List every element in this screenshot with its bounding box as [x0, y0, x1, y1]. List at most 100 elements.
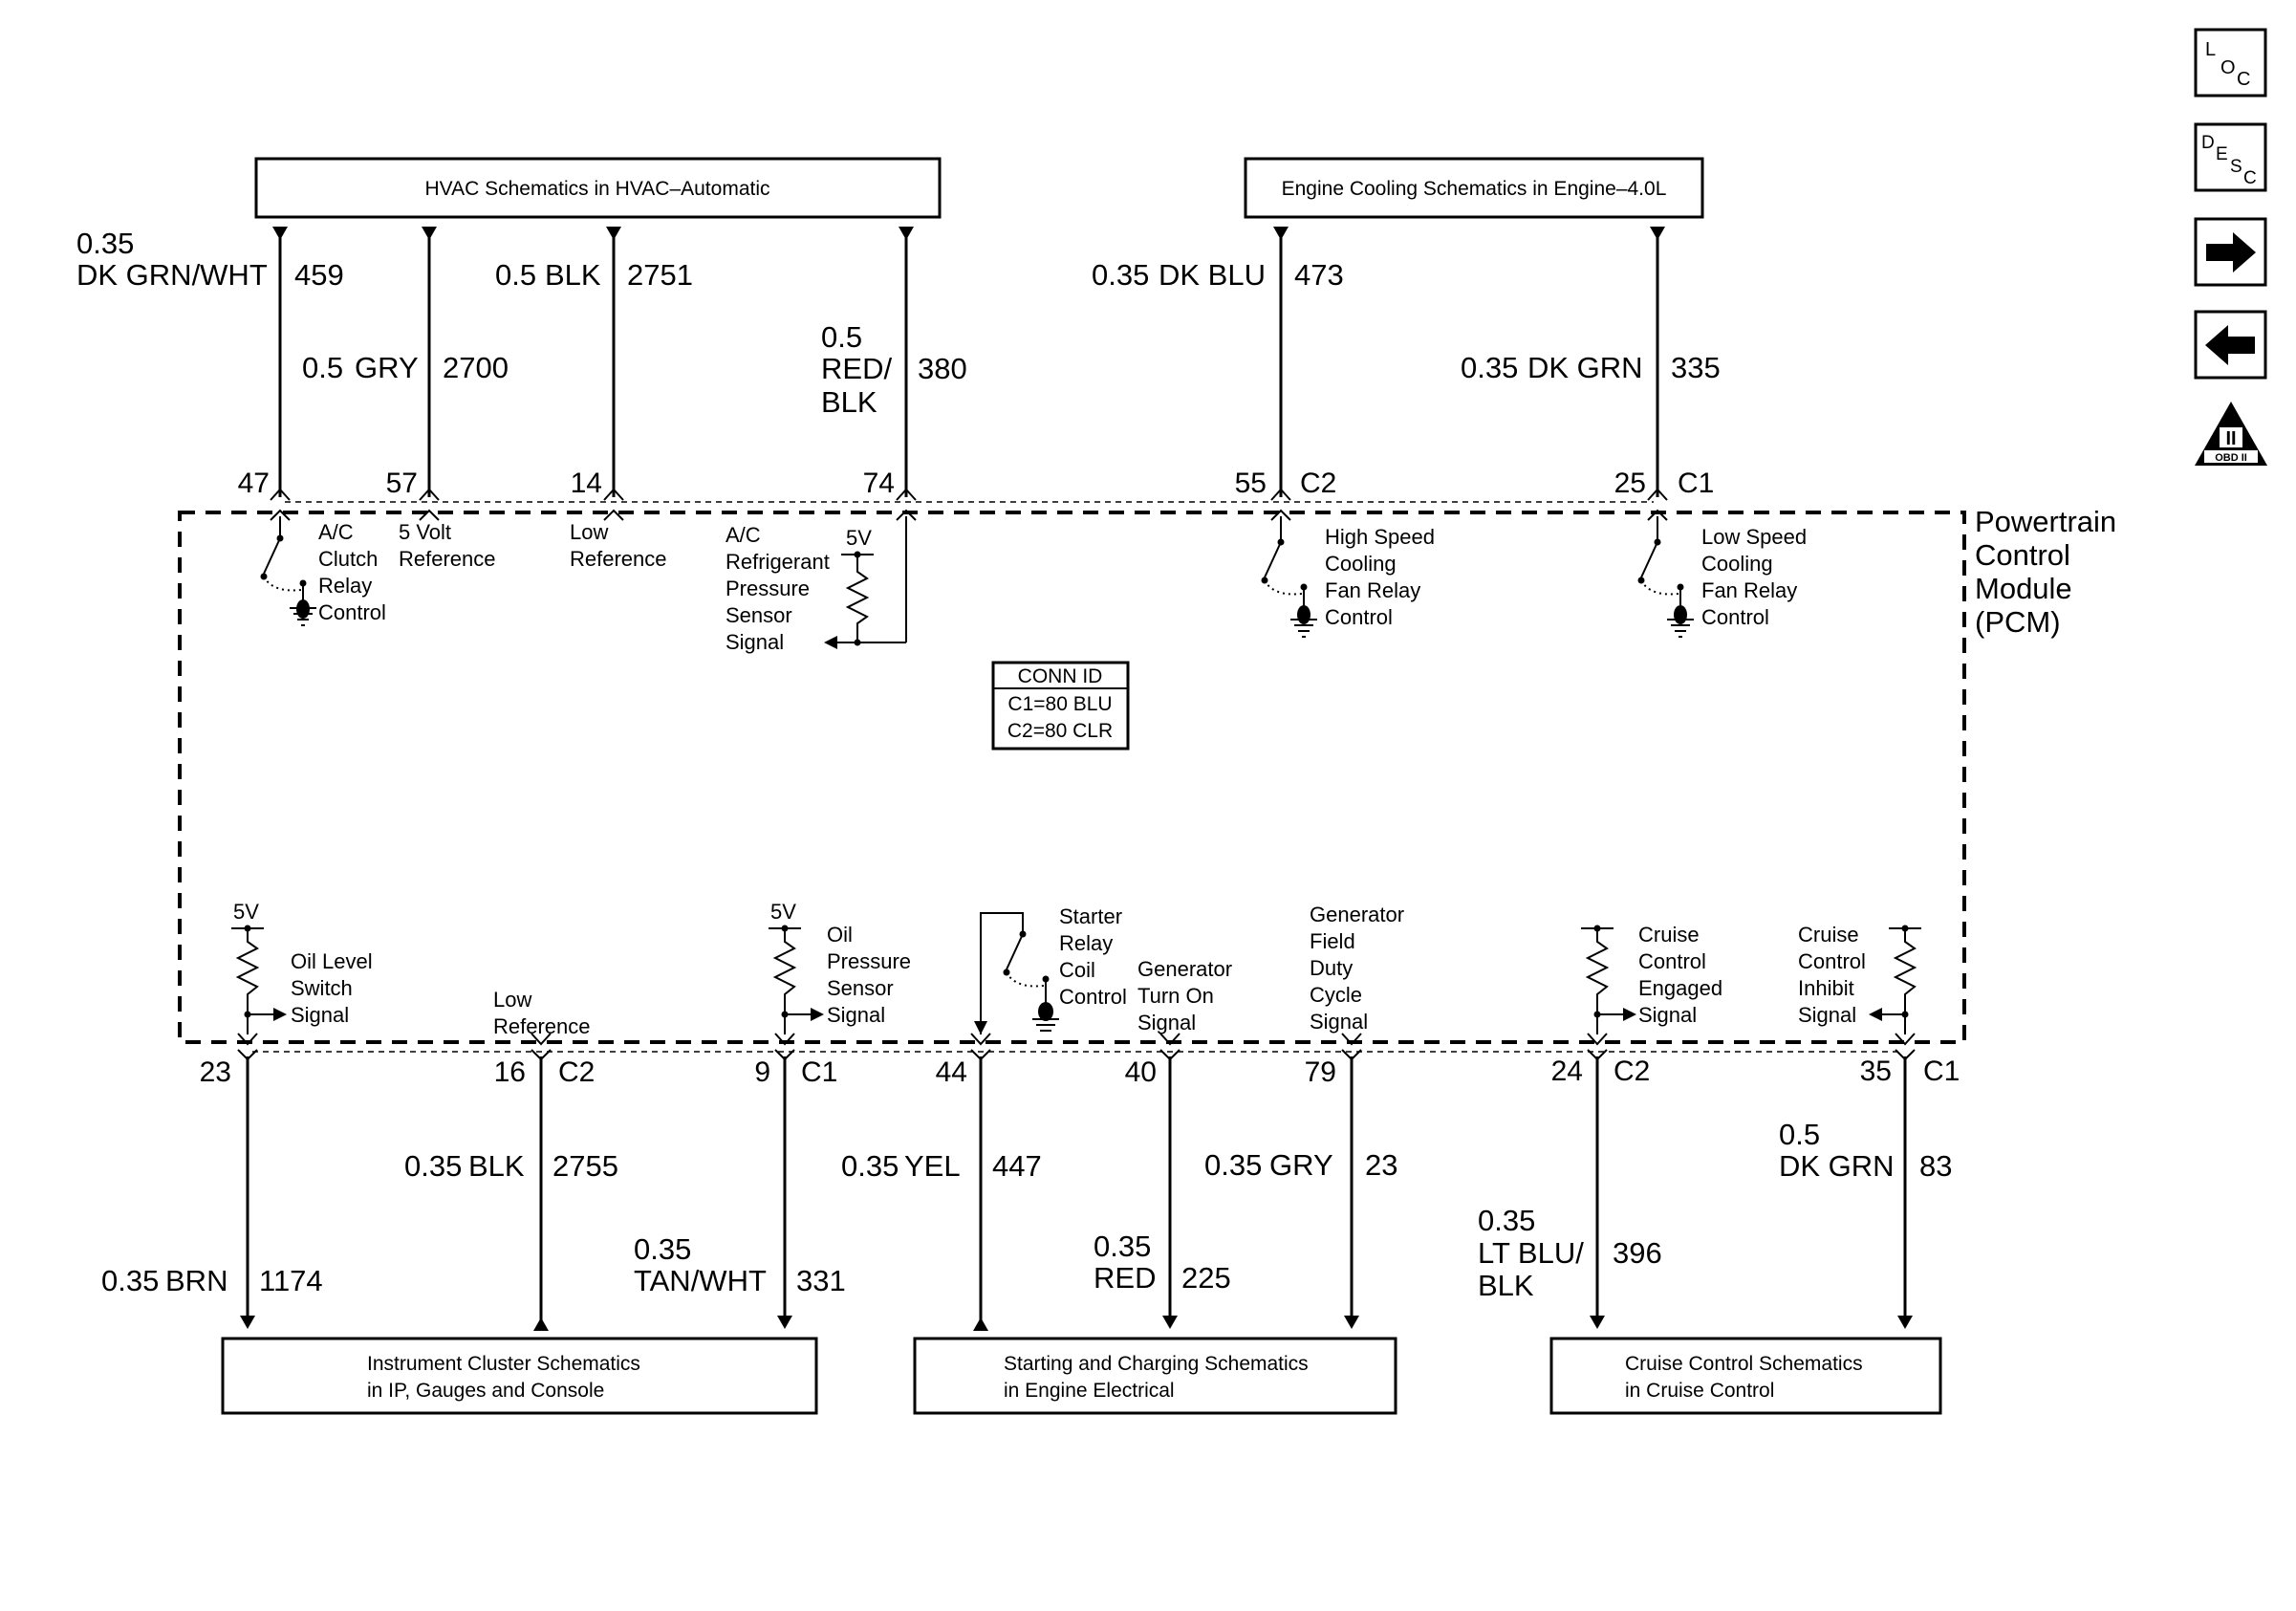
diagram-text-52: Cruise — [1798, 923, 1859, 947]
pin-23: 23 — [200, 1056, 231, 1088]
diagram-text-48: Cruise — [1638, 923, 1700, 947]
arrow-left-icon[interactable] — [2194, 310, 2267, 380]
starting-charging-schematics-box[interactable]: Starting and Charging Schematics in Engi… — [913, 1337, 1397, 1415]
conn-id-table: CONN ID C1=80 BLU C2=80 CLR — [991, 661, 1130, 751]
diagram-text-41: Turn On — [1137, 984, 1214, 1008]
cruise-control-schematics-box[interactable]: Cruise Control Schematics in Cruise Cont… — [1549, 1337, 1942, 1415]
diagram-text-1: Control — [1975, 538, 2070, 572]
wire-396-color-1: LT BLU/ — [1478, 1236, 1584, 1270]
diagram-text-4: A/C — [318, 520, 354, 544]
wire-459-gauge: 0.35 — [76, 227, 134, 260]
diagram-text-16: Signal — [726, 630, 784, 654]
diagram-text-37: Relay — [1059, 931, 1113, 955]
conn-id-c1: C1=80 BLU — [1007, 693, 1112, 715]
ac-pressure-label: A/C Refrigerant Pressure Sensor Signal — [726, 523, 830, 654]
wire-2700-circuit: 2700 — [443, 351, 509, 384]
low-reference-bottom-label: Low Reference — [493, 988, 591, 1046]
instrument-cluster-schematics-box[interactable]: Instrument Cluster Schematics in IP, Gau… — [221, 1337, 818, 1415]
diagram-text-7: Control — [318, 600, 386, 624]
pcm-module-label: Powertrain Control Module (PCM) — [1975, 505, 2116, 639]
diagram-text-10: Low — [570, 520, 608, 544]
oil-level-sensor-symbol: 5V — [231, 900, 287, 1046]
ac-sensor-5v: 5V — [846, 526, 872, 550]
diagram-text-12: A/C — [726, 523, 761, 547]
wire-396: 24 C2 0.35 LT BLU/ BLK 396 — [1478, 1049, 1662, 1329]
wire-23-color: GRY — [1269, 1148, 1333, 1182]
wire-225-circuit: 225 — [1181, 1261, 1231, 1295]
pin-9: 9 — [754, 1056, 770, 1088]
wire-473-gauge: 0.35 — [1092, 258, 1149, 292]
diagram-text-69: II — [2225, 428, 2236, 449]
diagram-text-13: Refrigerant — [726, 550, 830, 574]
pin-25: 25 — [1614, 468, 1646, 499]
wire-1174-gauge: 0.35 — [101, 1264, 159, 1297]
diagram-text-22: Cooling — [1701, 552, 1773, 576]
obd-ii-icon[interactable]: II OBD II — [2195, 402, 2267, 466]
diagram-text-49: Control — [1638, 949, 1706, 973]
diagram-text-59: in Engine Electrical — [1004, 1380, 1175, 1402]
diagram-text-3: (PCM) — [1975, 605, 2061, 639]
five-volt-reference-label: 5 Volt Reference — [399, 509, 496, 571]
engine-cooling-schematics-box[interactable]: Engine Cooling Schematics in Engine–4.0L — [1244, 157, 1704, 219]
wire-335-circuit: 335 — [1671, 351, 1721, 384]
low-reference-top-label: Low Reference — [570, 509, 667, 571]
diagram-text-0: Powertrain — [1975, 505, 2116, 538]
wire-2700-color: GRY — [355, 351, 419, 384]
wire-225: 40 0.35 RED 225 — [1094, 1049, 1231, 1329]
oil-pressure-sensor-symbol: 5V — [769, 900, 824, 1046]
diagram-text-21: Low Speed — [1701, 525, 1807, 549]
connector-c1-top: C1 — [1678, 468, 1714, 499]
pin-79: 79 — [1305, 1056, 1336, 1088]
diagram-text-63: O — [2220, 57, 2236, 78]
wire-23: 79 0.35 GRY 23 — [1204, 1049, 1397, 1329]
wire-2755: 16 C2 0.35 BLK 2755 — [404, 1049, 618, 1331]
diagram-text-20: Control — [1325, 605, 1393, 629]
diagram-text-31: 5V — [770, 900, 796, 924]
wire-2755-circuit: 2755 — [552, 1149, 618, 1183]
desc-icon[interactable]: D E S C — [2194, 122, 2267, 192]
diagram-text-47: Signal — [1310, 1010, 1368, 1034]
wire-1174-color: BRN — [165, 1264, 227, 1297]
loc-icon[interactable]: L O C — [2194, 28, 2267, 98]
diagram-text-25: 5V — [233, 900, 259, 924]
wire-380-color-2: BLK — [821, 385, 877, 419]
diagram-text-67: S — [2230, 157, 2242, 177]
diagram-text-42: Signal — [1137, 1011, 1196, 1034]
wire-335-color: DK GRN — [1527, 351, 1643, 384]
cruise-inhibit-label: Cruise Control Inhibit Signal — [1798, 923, 1866, 1027]
diagram-text-53: Control — [1798, 949, 1866, 973]
wire-2751-circuit: 2751 — [627, 258, 693, 292]
arrow-right-icon[interactable] — [2194, 217, 2267, 287]
low-speed-fan-relay-switch — [1637, 509, 1694, 638]
diagram-text-70: OBD II — [2215, 452, 2247, 464]
wire-1174: 23 0.35 BRN 1174 — [101, 1049, 323, 1329]
diagram-text-54: Inhibit — [1798, 976, 1854, 1000]
wire-473-color: DK BLU — [1159, 258, 1266, 292]
connector-c1-bottom-right: C1 — [1923, 1056, 1960, 1087]
wire-447-circuit: 447 — [992, 1149, 1042, 1183]
diagram-text-9: Reference — [399, 547, 496, 571]
diagram-text-51: Signal — [1638, 1003, 1697, 1027]
diagram-text-62: L — [2205, 39, 2216, 60]
diagram-text-17: High Speed — [1325, 525, 1435, 549]
diagram-text-38: Coil — [1059, 958, 1095, 982]
wire-396-color-2: BLK — [1478, 1269, 1534, 1302]
pin-44: 44 — [936, 1056, 967, 1088]
ac-clutch-relay-switch — [260, 509, 316, 626]
connector-c1-bottom-left: C1 — [801, 1056, 837, 1088]
wire-331-gauge: 0.35 — [634, 1232, 691, 1266]
diagram-text-60: Cruise Control Schematics — [1625, 1353, 1863, 1375]
connector-c2-bottom-right: C2 — [1614, 1056, 1650, 1087]
starter-relay-switch — [970, 912, 1059, 1046]
hvac-schematics-box[interactable]: HVAC Schematics in HVAC–Automatic — [254, 157, 942, 219]
diagram-text-45: Duty — [1310, 956, 1353, 980]
wire-396-gauge: 0.35 — [1478, 1204, 1535, 1237]
diagram-text-29: Low — [493, 988, 531, 1012]
diagram-text-32: Oil — [827, 923, 853, 947]
cruise-engaged-label: Cruise Control Engaged Signal — [1638, 923, 1722, 1027]
diagram-text-23: Fan Relay — [1701, 578, 1797, 602]
wire-459-circuit: 459 — [294, 258, 344, 292]
wire-473: 0.35 DK BLU 473 55 C2 — [1092, 227, 1344, 501]
diagram-text-40: Generator — [1137, 957, 1232, 981]
